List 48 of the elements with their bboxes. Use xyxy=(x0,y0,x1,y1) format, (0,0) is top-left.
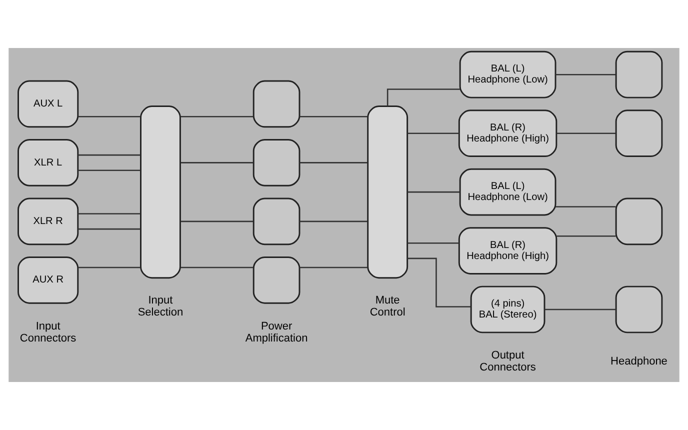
connector xyxy=(407,242,460,244)
node-box: BAL (L) Headphone (Low) xyxy=(459,50,556,98)
label: Input Selection xyxy=(138,294,184,319)
connector xyxy=(407,191,460,193)
connector xyxy=(180,162,254,164)
connector xyxy=(180,220,254,222)
node-box xyxy=(140,106,181,279)
connector xyxy=(300,266,368,268)
connector xyxy=(180,116,254,118)
node-square xyxy=(615,50,663,98)
label: Mute Control xyxy=(370,294,406,319)
connector xyxy=(300,116,368,118)
connector xyxy=(78,213,140,214)
label: Output Connectors xyxy=(480,350,536,374)
connector xyxy=(556,74,616,76)
connector xyxy=(407,258,471,308)
connector xyxy=(544,308,616,310)
connector xyxy=(78,116,140,118)
node-box: BAL (L) Headphone (Low) xyxy=(459,168,556,216)
label: Input Connectors xyxy=(20,320,76,344)
node-box: BAL (R) Headphone (High) xyxy=(458,110,558,158)
connector xyxy=(300,162,368,164)
node-square xyxy=(252,139,300,186)
connector xyxy=(180,266,254,268)
node-square xyxy=(615,198,663,246)
node-box: AUX R xyxy=(18,256,79,304)
node-box: XLR R xyxy=(18,198,79,246)
connector xyxy=(556,132,616,134)
node-box: BAL (R) Headphone (High) xyxy=(458,227,558,274)
node-square xyxy=(252,256,300,304)
connector xyxy=(78,154,140,156)
node-box: (4 pins) BAL (Stereo) xyxy=(470,286,546,334)
node-square xyxy=(615,110,663,158)
connector xyxy=(407,132,460,134)
node-square xyxy=(615,286,663,334)
connector xyxy=(78,228,140,230)
node-box: XLR L xyxy=(18,139,79,186)
connector xyxy=(556,235,616,237)
label: Power Amplification xyxy=(245,320,308,344)
node-box: AUX L xyxy=(18,80,79,128)
node-square xyxy=(252,80,300,128)
connector xyxy=(78,170,140,171)
connector xyxy=(78,266,140,268)
node-square xyxy=(252,198,300,246)
connector xyxy=(556,206,616,208)
connector xyxy=(300,220,368,222)
node-box xyxy=(367,106,408,279)
connector xyxy=(386,88,460,106)
